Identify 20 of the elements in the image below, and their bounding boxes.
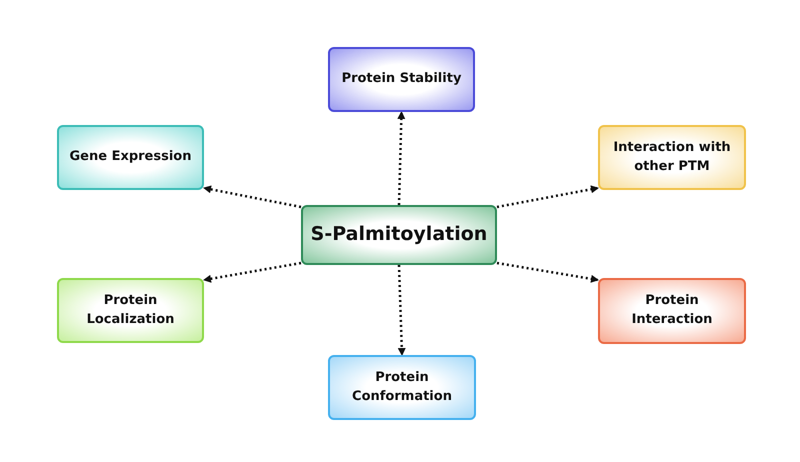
dotted-arrow: [496, 185, 599, 208]
topic-box: [328, 47, 475, 112]
box-label: S-Palmitoylation: [310, 222, 488, 248]
topic-box: [598, 278, 746, 344]
dotted-arrow: [398, 264, 406, 356]
box-label: Protein Stability: [340, 70, 462, 88]
box-label: Protein Conformation: [351, 368, 453, 406]
box-label: Protein Localization: [86, 292, 176, 328]
box-label: Gene Expression: [68, 148, 192, 166]
topic-box: [598, 125, 746, 190]
dotted-arrow: [496, 262, 599, 283]
dotted-arrow: [397, 111, 406, 206]
dotted-arrow: [203, 262, 302, 283]
box-label: Protein Interaction: [630, 292, 714, 329]
topic-box: [57, 278, 204, 343]
topic-box: [57, 125, 204, 190]
box-label: Interaction with other PTM: [612, 138, 732, 176]
topic-box: [328, 355, 476, 420]
dotted-arrow: [203, 185, 302, 208]
topic-box: [301, 205, 497, 265]
